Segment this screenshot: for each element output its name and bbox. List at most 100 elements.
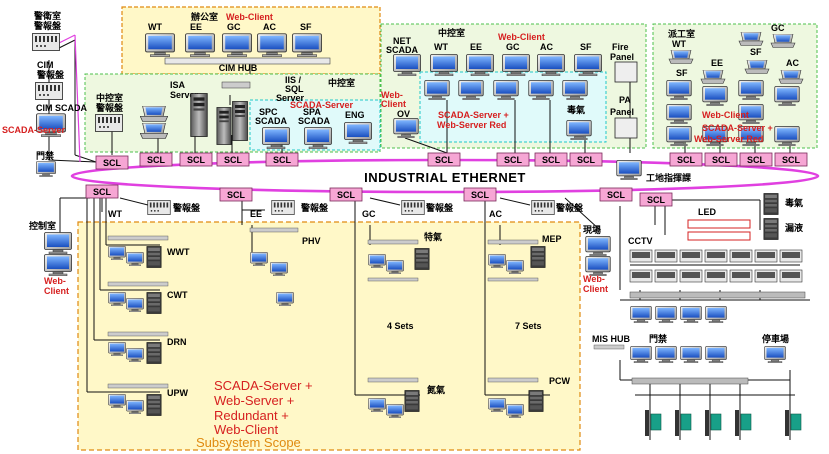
door-gate-icon[interactable] xyxy=(785,410,802,436)
ac-alarm-panel-icon[interactable] xyxy=(531,200,555,215)
ee-subsystem-label: EE xyxy=(250,209,262,219)
drn-rack-icon[interactable] xyxy=(146,342,162,364)
cim-alarm-panel-icon[interactable] xyxy=(35,81,63,101)
isa-laptop-icon[interactable] xyxy=(140,106,168,122)
dispatch-wt-laptop-icon[interactable] xyxy=(668,50,694,64)
gc-alarm-panel-icon[interactable] xyxy=(401,200,425,215)
wt-alarm-panel-icon[interactable] xyxy=(147,200,171,215)
upw-rack-icon[interactable] xyxy=(146,394,162,416)
scl-node-11[interactable]: SCL xyxy=(704,152,738,167)
leak-rack-icon[interactable] xyxy=(763,218,779,240)
control-room-web-label-2: Client xyxy=(44,286,69,296)
door-access-monitor-icon[interactable] xyxy=(36,161,56,177)
cim-hub-switch xyxy=(164,57,331,65)
cctv-camera-screen xyxy=(632,272,650,278)
dispatch-sf-laptop-icon[interactable] xyxy=(744,60,770,74)
door-monitor-4-icon[interactable] xyxy=(705,346,727,363)
security-alarm-panel-icon[interactable] xyxy=(32,32,60,52)
scl-node-4[interactable]: SCL xyxy=(216,152,250,167)
scl-node-8[interactable]: SCL xyxy=(534,152,568,167)
scl-node-2[interactable]: SCL xyxy=(139,152,173,167)
door-monitor-3-icon[interactable] xyxy=(680,346,702,363)
office-wt-label: WT xyxy=(148,22,162,32)
scl-node-label: SCL xyxy=(577,155,596,165)
cctv-monitor-2-icon[interactable] xyxy=(655,306,677,323)
site-right-monitor-2-icon[interactable] xyxy=(585,256,611,276)
cwt-rack-icon[interactable] xyxy=(146,292,162,314)
scl-node-13[interactable]: SCL xyxy=(774,152,808,167)
wwt-rack-icon[interactable] xyxy=(146,246,162,268)
kvm-switch xyxy=(221,81,251,89)
office-ac-label: AC xyxy=(263,22,276,32)
cctv-switch xyxy=(629,291,806,299)
scl-node-3[interactable]: SCL xyxy=(179,152,213,167)
cctv-monitor-4-icon[interactable] xyxy=(705,306,727,323)
fire-panel-icon[interactable] xyxy=(614,61,638,83)
cctv-camera-screen xyxy=(732,272,750,278)
dispatch-gc-laptop-icon[interactable] xyxy=(738,32,764,46)
ee-alarm-panel-icon[interactable] xyxy=(271,200,295,215)
leak-label: 漏液 xyxy=(785,222,804,233)
scl-node-1[interactable]: SCL xyxy=(95,155,129,170)
scl-node-18[interactable]: SCL xyxy=(599,187,633,202)
scl-node-6[interactable]: SCL xyxy=(427,152,461,167)
mep-bus-2 xyxy=(487,277,539,282)
scl-node-16[interactable]: SCL xyxy=(329,187,363,202)
pcw-rack-icon[interactable] xyxy=(528,390,544,412)
spc-label-1: SPC xyxy=(259,107,278,117)
scl-node-15[interactable]: SCL xyxy=(219,187,253,202)
iis-server-icon[interactable] xyxy=(216,107,232,145)
site-right-monitor-1-icon[interactable] xyxy=(585,236,611,256)
door-monitor-2-icon[interactable] xyxy=(655,346,677,363)
isa-server-icon[interactable] xyxy=(190,93,208,137)
control-room-monitor-1-icon[interactable] xyxy=(44,232,72,254)
scl-node-label: SCL xyxy=(227,190,246,200)
scl-node-12[interactable]: SCL xyxy=(739,152,773,167)
n2-rack-icon[interactable] xyxy=(404,390,420,412)
security-alarm-label: 警報盤 xyxy=(34,20,62,31)
scl-node-7[interactable]: SCL xyxy=(496,152,530,167)
cctv-monitor-3-icon[interactable] xyxy=(680,306,702,323)
scl-node-19[interactable]: SCL xyxy=(639,192,673,207)
special-gas-label: 特氣 xyxy=(424,231,442,242)
pa-panel-icon[interactable] xyxy=(614,117,638,139)
door-gate-icon[interactable] xyxy=(735,410,752,436)
office-gc-label: GC xyxy=(227,22,241,32)
dispatch-ee-laptop-icon[interactable] xyxy=(700,70,726,84)
dispatch-room-label: 派工室 xyxy=(668,28,695,39)
upw-label: UPW xyxy=(167,388,189,398)
central-alarm-panel-icon[interactable] xyxy=(95,114,123,132)
mep-rack-icon[interactable] xyxy=(530,246,546,268)
gc-bus xyxy=(367,239,419,245)
iis-server-2-icon[interactable] xyxy=(232,100,248,142)
office-web-client-label: Web-Client xyxy=(226,12,273,22)
connection-lines xyxy=(48,39,810,440)
door-gate-icon[interactable] xyxy=(645,410,662,436)
phv-label: PHV xyxy=(302,236,321,246)
scl-node-14[interactable]: SCL xyxy=(85,184,119,199)
door-gate-icon[interactable] xyxy=(705,410,722,436)
scl-node-17[interactable]: SCL xyxy=(463,187,497,202)
gc-subsystem-group: 特氣 4 Sets 氮氣 xyxy=(367,231,445,418)
pcw-bus xyxy=(487,377,539,383)
cctv-monitor-1-icon[interactable] xyxy=(630,306,652,323)
drn-label: DRN xyxy=(167,337,187,347)
control-room-monitor-2-icon[interactable] xyxy=(44,254,72,276)
door-access-right-label: 門禁 xyxy=(649,333,667,344)
scl-node-5[interactable]: SCL xyxy=(265,152,299,167)
spa-label-2: SCADA xyxy=(298,116,331,126)
parking-monitor-icon[interactable] xyxy=(764,346,786,363)
net-scada-label-1: NET xyxy=(393,36,412,46)
gc-rack-icon[interactable] xyxy=(414,248,430,270)
dispatch-gc-laptop-2-icon[interactable] xyxy=(770,34,796,48)
isa-laptop-2-icon[interactable] xyxy=(140,123,168,139)
dispatch-ac-laptop-icon[interactable] xyxy=(778,70,804,84)
door-monitor-1-icon[interactable] xyxy=(630,346,652,363)
scl-node-10[interactable]: SCL xyxy=(669,152,703,167)
scl-node-9[interactable]: SCL xyxy=(569,152,603,167)
cctv-camera-screen xyxy=(757,272,775,278)
site-office-monitor-icon[interactable] xyxy=(616,160,642,180)
scl-node-label: SCL xyxy=(435,155,454,165)
door-gate-icon[interactable] xyxy=(675,410,692,436)
toxic-gas-rack-icon[interactable] xyxy=(763,193,779,215)
